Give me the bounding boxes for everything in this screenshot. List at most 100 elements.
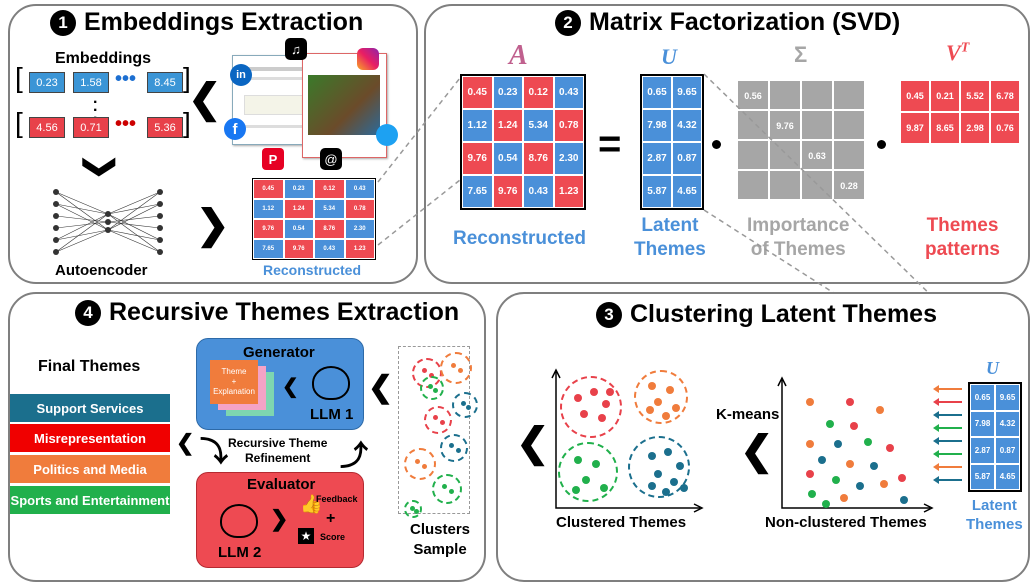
matrix-cell: 0.12 [314, 179, 345, 199]
data-point [592, 460, 600, 468]
matrix-cell: 7.65 [462, 175, 493, 208]
matrix-cell: 9.76 [283, 239, 314, 259]
matrix-cell: 0.43 [314, 239, 345, 259]
data-point [840, 494, 848, 502]
matrix-cell: 0.78 [344, 199, 375, 219]
sigma-cell [801, 110, 833, 140]
data-point [870, 462, 878, 470]
sigma-cell [801, 80, 833, 110]
matrix-cell: 0.23 [492, 76, 523, 109]
matrix-cell: 1.23 [344, 239, 375, 259]
data-point [676, 462, 684, 470]
arrow-icon [933, 463, 962, 471]
cluster-circle [628, 436, 690, 498]
pinterest-icon: P [262, 148, 284, 170]
arrow-icon [933, 437, 962, 445]
matrix-cell: 2.87 [642, 142, 672, 175]
chevron-left-icon: ❮ [282, 376, 299, 398]
data-point [410, 506, 415, 511]
matrix-cell: 5.87 [642, 175, 672, 208]
matrix-cell: 4.32 [672, 109, 702, 142]
matrix-vt-symbol: VT [946, 40, 970, 65]
cluster-circle [404, 448, 436, 480]
score-label: Score [320, 532, 346, 542]
data-point [466, 405, 472, 410]
chevron-right-icon: ❯ [196, 203, 230, 247]
cluster-circle [424, 406, 452, 434]
matrix-cell: 0.87 [995, 437, 1020, 464]
star-icon: ★ [298, 528, 314, 544]
data-point [448, 489, 454, 494]
data-point [574, 456, 582, 464]
data-point [818, 456, 826, 464]
matrix-cell: 2.87 [970, 437, 995, 464]
data-point [662, 412, 670, 420]
curved-arrow-up-icon: ⤴ [340, 440, 369, 471]
data-point [572, 486, 580, 494]
data-point [850, 422, 858, 430]
theme-politics-media: Politics and Media [10, 455, 170, 483]
matrix-cell: 5.52 [960, 80, 990, 112]
matrix-cell: 0.12 [523, 76, 554, 109]
chevron-left-icon: ❮ [516, 421, 550, 465]
data-point [580, 410, 588, 418]
matrix-cell: 1.23 [553, 175, 584, 208]
matrix-cell: 0.43 [523, 175, 554, 208]
arrow-icon [933, 476, 962, 484]
non-clustered-label: Non-clustered Themes [765, 514, 927, 531]
data-point [880, 480, 888, 488]
brain-icon [220, 504, 258, 538]
cluster-circle [432, 474, 462, 504]
data-point [664, 448, 672, 456]
data-point [442, 484, 447, 489]
chevron-left-icon: ❮ [176, 430, 195, 455]
matrix-cell: 8.65 [930, 112, 960, 144]
data-point [449, 443, 455, 449]
data-point [606, 388, 614, 396]
matrix-cell: 0.21 [930, 80, 960, 112]
plus-sign: + [326, 510, 336, 527]
data-point [826, 420, 834, 428]
matrix-cell: 0.87 [672, 142, 702, 175]
llm2-label: LLM 2 [218, 544, 262, 561]
arrow-icon [933, 424, 962, 432]
sigma-cell [833, 140, 865, 170]
matrix-cell: 5.34 [523, 109, 554, 142]
matrix-cell: 9.87 [900, 112, 930, 144]
data-point [414, 458, 420, 464]
arrow-icon [933, 450, 962, 458]
chevron-right-icon: ❯ [270, 506, 289, 531]
data-point [428, 384, 433, 389]
thumbs-icon: 👍 [300, 494, 323, 514]
autoencoder-network-icon [53, 189, 163, 255]
sigma-cell [833, 110, 865, 140]
matrix-cell: 0.45 [900, 80, 930, 112]
data-point [648, 452, 656, 460]
sigma-cell [769, 170, 801, 200]
reconstructed-label-small: Reconstructed [263, 262, 362, 278]
matrix-cell: 7.98 [970, 410, 995, 437]
matrix-cell: 5.87 [970, 463, 995, 490]
data-point [648, 382, 656, 390]
data-point [602, 400, 610, 408]
matrix-cell: 5.34 [314, 199, 345, 219]
matrix-cell: 0.43 [553, 76, 584, 109]
sigma-cell [737, 140, 769, 170]
matrix-cell: 4.65 [672, 175, 702, 208]
matrix-cell: 1.12 [253, 199, 284, 219]
matrix-cell: 0.54 [492, 142, 523, 175]
sigma-cell: 0.63 [801, 140, 833, 170]
data-point [806, 440, 814, 448]
matrix-cell: 2.30 [553, 142, 584, 175]
embeddings-label: Embeddings [55, 50, 152, 67]
data-point [680, 484, 688, 492]
data-point [832, 476, 840, 484]
